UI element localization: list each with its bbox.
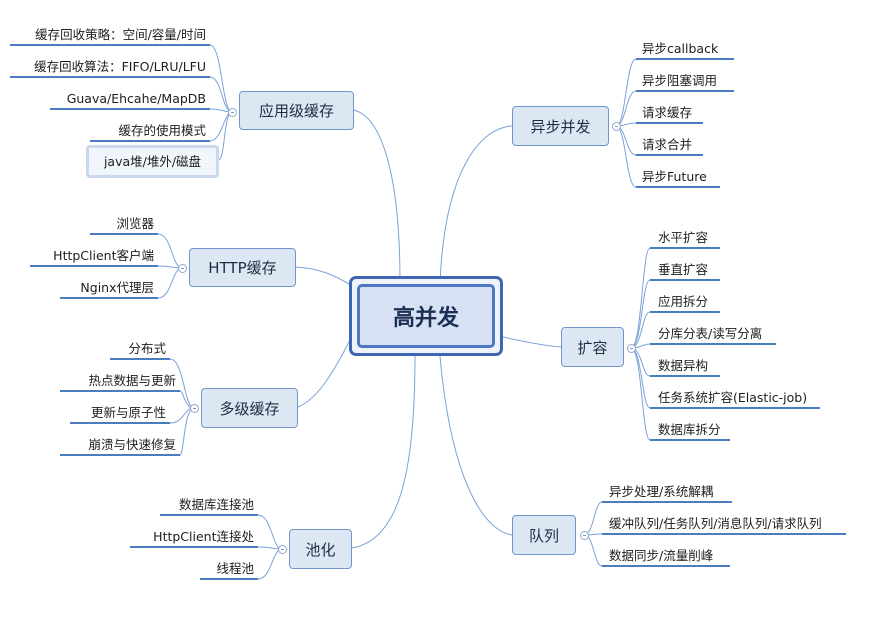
leaf-async-5: 异步Future: [642, 169, 707, 184]
leaf-queue-1: 异步处理/系统解耦: [609, 484, 714, 499]
leaf-underline: [110, 358, 170, 360]
leaf-app-cache-1: 缓存回收策略：空间/容量/时间: [35, 27, 206, 42]
leaf-async-3: 请求缓存: [642, 105, 693, 120]
leaf-underline: [200, 578, 258, 580]
selected-leaf-highlight[interactable]: [86, 145, 219, 178]
leaf-scale-7: 数据库拆分: [658, 422, 721, 437]
leaf-underline: [650, 375, 720, 377]
leaf-underline: [160, 514, 258, 516]
leaf-underline: [636, 122, 703, 124]
topic-queue-label: 队列: [528, 526, 559, 545]
leaf-underline: [30, 265, 158, 267]
leaf-scale-5: 数据异构: [658, 358, 709, 373]
topic-http-cache-label: HTTP缓存: [208, 259, 277, 277]
leaf-underline: [650, 343, 776, 345]
collapse-toggle-icon[interactable]: [190, 404, 199, 413]
collapse-toggle-icon[interactable]: [228, 108, 237, 117]
topic-scale[interactable]: 扩容: [561, 327, 624, 367]
leaf-app-cache-2: 缓存回收算法：FIFO/LRU/LFU: [34, 59, 206, 74]
leaf-http-cache-2: HttpClient客户端: [53, 248, 154, 263]
collapse-toggle-icon[interactable]: [612, 122, 621, 131]
central-topic-label: 高并发: [357, 284, 495, 348]
leaf-underline: [130, 546, 258, 548]
topic-async[interactable]: 异步并发: [512, 106, 609, 146]
topic-app-cache-label: 应用级缓存: [258, 102, 334, 120]
leaf-underline: [60, 390, 180, 392]
leaf-underline: [650, 311, 720, 313]
leaf-scale-1: 水平扩容: [658, 230, 709, 245]
topic-http-cache[interactable]: HTTP缓存: [189, 248, 296, 287]
leaf-pooling-3: 线程池: [216, 561, 254, 576]
leaf-underline: [10, 76, 210, 78]
collapse-toggle-icon[interactable]: [580, 531, 589, 540]
collapse-toggle-icon[interactable]: [178, 264, 187, 273]
leaf-underline: [50, 108, 210, 110]
leaf-app-cache-4: 缓存的使用模式: [118, 123, 206, 138]
leaf-underline: [650, 407, 820, 409]
topic-queue[interactable]: 队列: [512, 515, 576, 555]
topic-pooling-label: 池化: [305, 540, 336, 559]
leaf-queue-3: 数据同步/流量削峰: [609, 548, 714, 563]
collapse-toggle-icon[interactable]: [278, 545, 287, 554]
leaf-multi-cache-2: 热点数据与更新: [88, 373, 176, 388]
leaf-async-2: 异步阻塞调用: [642, 73, 718, 88]
leaf-underline: [636, 154, 703, 156]
leaf-underline: [602, 533, 846, 535]
leaf-underline: [70, 422, 170, 424]
leaf-underline: [636, 90, 734, 92]
collapse-toggle-icon[interactable]: [627, 344, 636, 353]
leaf-underline: [650, 439, 730, 441]
leaf-underline: [602, 565, 730, 567]
topic-async-label: 异步并发: [530, 117, 591, 136]
topic-pooling[interactable]: 池化: [289, 529, 352, 569]
leaf-multi-cache-1: 分布式: [128, 341, 166, 356]
leaf-scale-6: 任务系统扩容(Elastic-job): [658, 390, 808, 405]
leaf-scale-3: 应用拆分: [658, 294, 709, 309]
leaf-underline: [90, 233, 158, 235]
leaf-scale-2: 垂直扩容: [658, 262, 709, 277]
topic-scale-label: 扩容: [577, 338, 608, 357]
leaf-underline: [60, 297, 158, 299]
leaf-async-1: 异步callback: [642, 41, 719, 56]
leaf-http-cache-3: Nginx代理层: [80, 280, 154, 295]
leaf-pooling-2: HttpClient连接处: [153, 529, 254, 544]
topic-app-cache[interactable]: 应用级缓存: [239, 91, 354, 130]
leaf-underline: [60, 454, 180, 456]
central-topic[interactable]: 高并发: [349, 276, 503, 356]
leaf-http-cache-1: 浏览器: [116, 216, 154, 231]
leaf-pooling-1: 数据库连接池: [178, 497, 254, 512]
leaf-underline: [602, 501, 732, 503]
topic-multi-cache[interactable]: 多级缓存: [201, 388, 298, 428]
leaf-async-4: 请求合并: [642, 137, 693, 152]
topic-multi-cache-label: 多级缓存: [219, 399, 280, 418]
leaf-underline: [90, 140, 210, 142]
leaf-underline: [636, 58, 734, 60]
leaf-scale-4: 分库分表/读写分离: [658, 326, 763, 341]
leaf-app-cache-3: Guava/Ehcahe/MapDB: [66, 91, 206, 106]
leaf-underline: [650, 279, 720, 281]
leaf-queue-2: 缓冲队列/任务队列/消息队列/请求队列: [609, 516, 822, 531]
leaf-app-cache-5: java堆/堆外/磁盘: [103, 154, 202, 169]
leaf-underline: [650, 247, 720, 249]
leaf-multi-cache-3: 更新与原子性: [90, 405, 166, 420]
leaf-underline: [10, 44, 210, 46]
leaf-multi-cache-4: 崩溃与快速修复: [88, 437, 176, 452]
leaf-underline: [636, 186, 720, 188]
